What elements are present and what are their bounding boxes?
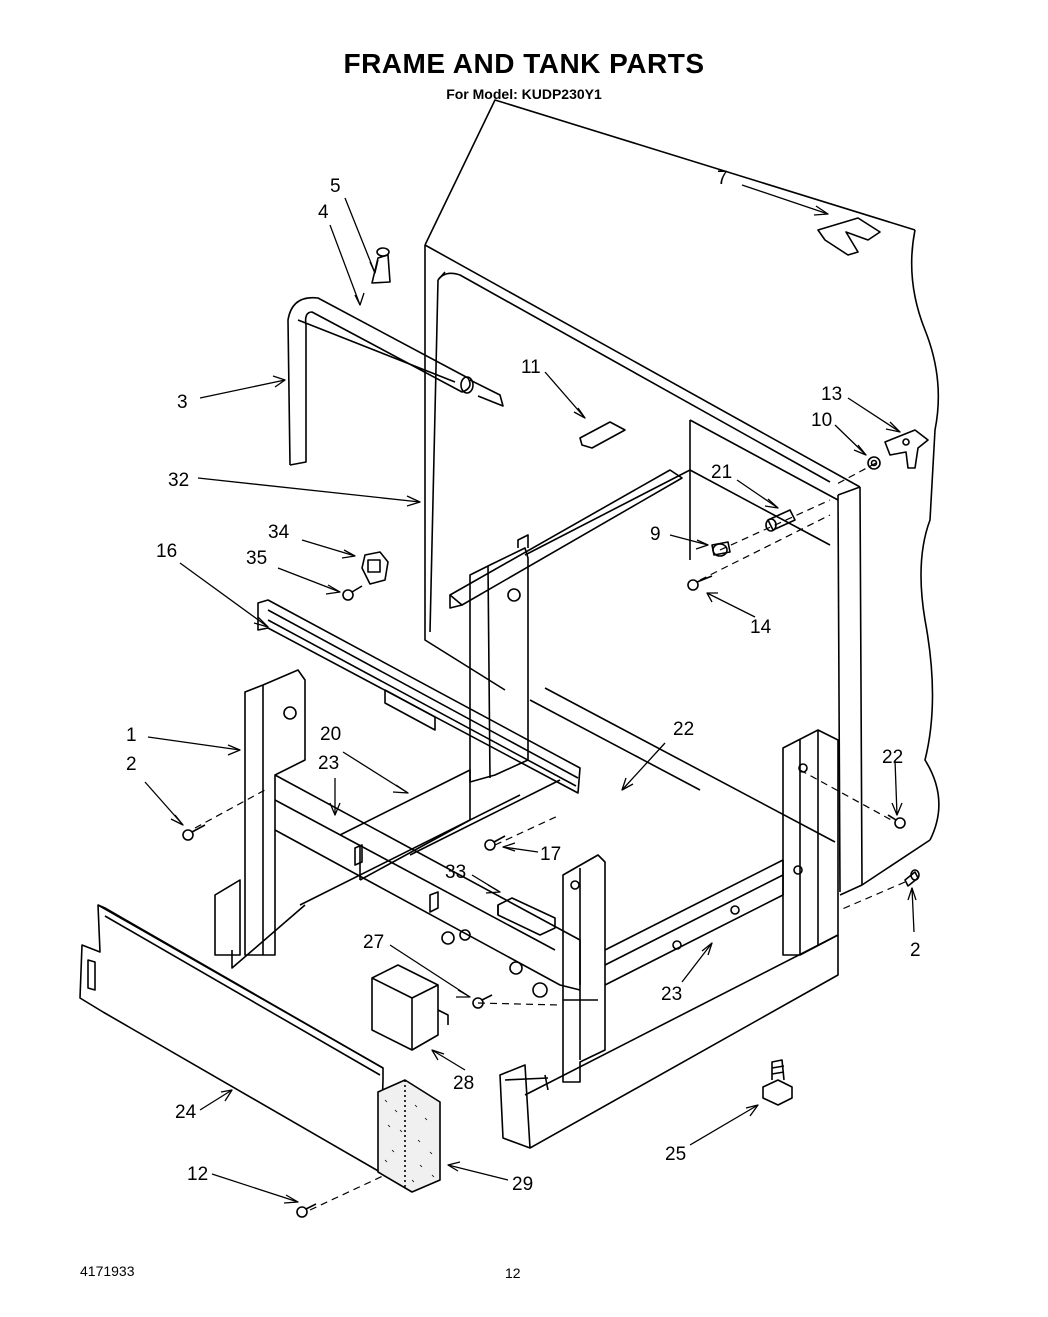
leader-lines <box>144 184 917 1204</box>
callout-2-left: 2 <box>126 754 137 775</box>
screw-part-2-left <box>182 824 206 841</box>
callout-20: 21 <box>711 462 732 483</box>
bracket-part-33 <box>497 897 556 936</box>
frame-upright-center <box>469 534 529 783</box>
screw-part-14 <box>687 575 713 591</box>
callout-2-right: 2 <box>910 940 921 961</box>
toe-panel-part-24 <box>79 904 384 1173</box>
bracket-part-11 <box>579 421 626 449</box>
callout-12: 12 <box>187 1164 208 1185</box>
callout-1: 1 <box>126 725 137 746</box>
frame-upright-rear-right <box>782 729 839 956</box>
screw-part-35 <box>342 585 363 601</box>
callout-22: 22 <box>882 747 903 768</box>
callout-3: 3 <box>177 392 188 413</box>
frame-upright-left-part-1 <box>214 669 306 969</box>
channel-part-16 <box>257 599 581 794</box>
leveling-leg-part-25 <box>762 1059 793 1106</box>
screw-part-9 <box>711 541 731 557</box>
rack-rail <box>449 469 683 609</box>
callout-29: 29 <box>512 1174 533 1195</box>
callout-11: 11 <box>521 357 541 378</box>
callout-14: 14 <box>750 617 772 638</box>
callout-34: 34 <box>268 522 290 543</box>
frame-front-rail <box>274 829 581 998</box>
frame-crossmember-part-23 <box>274 769 581 985</box>
component-part-28 <box>371 964 449 1051</box>
callout-labels: 5 4 7 3 11 13 10 21 32 34 9 16 35 14 1 2… <box>126 168 921 1195</box>
callout-24: 24 <box>175 1102 197 1123</box>
callout-18: 20 <box>320 724 341 745</box>
base-tray <box>499 934 839 1149</box>
screw-part-17 <box>484 835 506 851</box>
callout-17: 17 <box>540 844 561 865</box>
callout-9: 9 <box>650 524 661 545</box>
document-number: 4171933 <box>80 1263 135 1279</box>
callout-27: 27 <box>363 932 384 953</box>
page-title: FRAME AND TANK PARTS <box>343 48 705 79</box>
callout-13: 13 <box>821 384 842 405</box>
frame-crossbrace-part-21 <box>604 859 784 986</box>
clip-part-7 <box>817 217 881 256</box>
callout-16: 16 <box>156 541 177 562</box>
callout-5: 5 <box>330 176 341 197</box>
screw-part-2-right <box>904 869 920 887</box>
insulation-pad-part-29 <box>377 1079 441 1193</box>
callout-23: 23 <box>318 753 339 774</box>
nut-part-10 <box>867 456 881 470</box>
bracket-part-13 <box>884 429 929 469</box>
callout-28: 28 <box>453 1073 474 1094</box>
callout-32: 32 <box>168 470 189 491</box>
tank-body <box>424 99 940 896</box>
callout-4: 4 <box>318 202 329 223</box>
switch-part-34 <box>361 551 389 585</box>
callout-19: 22 <box>673 719 694 740</box>
screw-part-27 <box>472 994 493 1009</box>
alignment-lines <box>194 462 906 1211</box>
screw-part-22 <box>887 814 906 829</box>
callout-25: 25 <box>665 1144 686 1165</box>
callout-10: 10 <box>811 410 832 431</box>
page-number: 12 <box>505 1265 521 1281</box>
model-subtitle: For Model: KUDP230Y1 <box>446 86 602 102</box>
vent-tube-part-3 <box>287 296 504 466</box>
screw-part-5 <box>371 247 391 284</box>
callout-7: 7 <box>717 168 728 189</box>
callout-35: 35 <box>246 548 267 569</box>
callout-21: 23 <box>661 984 682 1005</box>
frame-upright-front-right <box>562 854 606 1083</box>
callout-33: 33 <box>445 862 466 883</box>
screw-part-12 <box>296 1203 317 1218</box>
